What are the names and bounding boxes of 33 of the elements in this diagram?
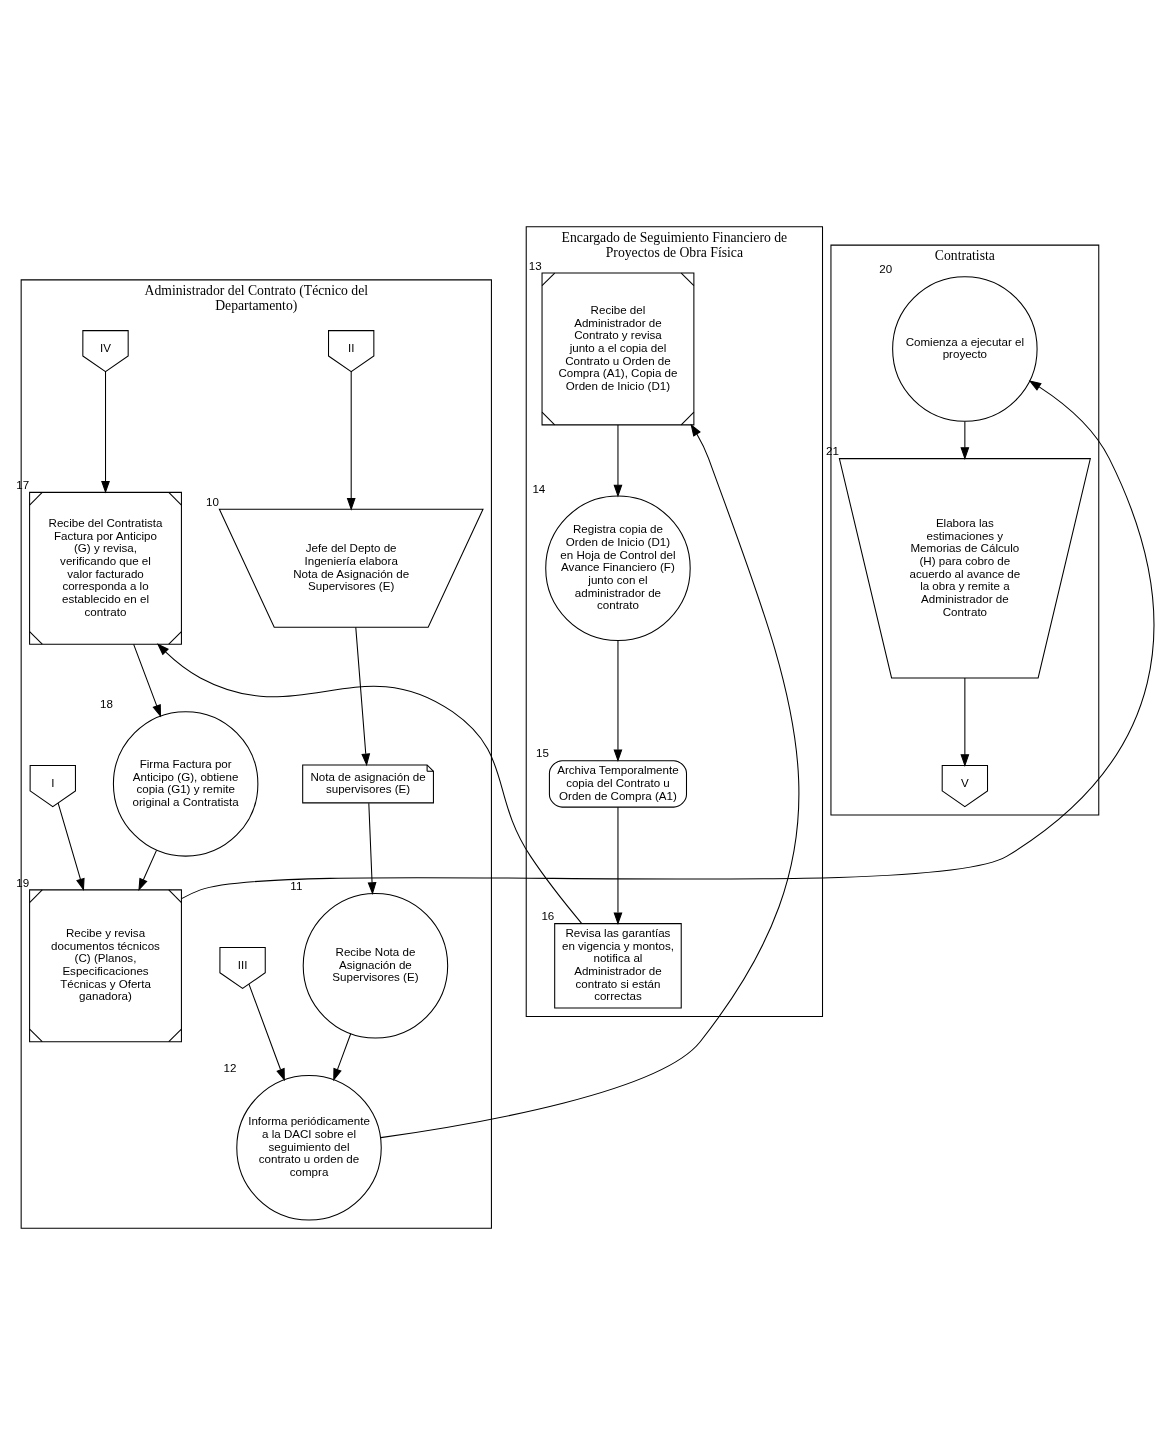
node-label: 15 — [536, 746, 550, 759]
arrow — [613, 424, 623, 497]
arrow — [101, 370, 110, 494]
arrow — [613, 639, 623, 762]
node-label: 18 — [100, 697, 114, 710]
node-label: 11 — [290, 879, 303, 892]
arrow — [613, 806, 623, 925]
node-label: 14 — [532, 482, 546, 495]
node-label: 20 — [879, 262, 893, 275]
node-circle: Comienza a ejecutar el proyecto — [892, 275, 1038, 422]
node-label: 12 — [223, 1061, 237, 1074]
arrow — [960, 420, 970, 460]
node-circle: Registra copia de Orden de Inicio (D1) en Hoja de Control del Avance Financiero (F) junto con el administrador de contrato — [545, 495, 691, 641]
node-box: Revisa las garantías en vigencia y montos, notifica al Administrador de contrato si están correctas — [554, 922, 682, 1008]
arrow — [346, 370, 356, 511]
node-circle: Recibe Nota de Asignación de Supervisores (E) — [302, 892, 449, 1039]
node-box: Archiva Temporalmente copia del Contrato u Orden de Compra (A1) — [548, 759, 688, 808]
arrow — [248, 983, 285, 1081]
arrow — [181, 379, 1155, 899]
node-label: 10 — [206, 495, 219, 508]
arrow — [57, 802, 85, 891]
arrow — [355, 626, 371, 766]
arrow — [333, 1032, 352, 1081]
node-circle: Informa periódicamente a la DACI sobre el seguimiento del contrato u orden de compra — [236, 1074, 382, 1220]
arrow — [133, 643, 162, 717]
node-label: 13 — [528, 259, 542, 272]
arrow — [138, 849, 157, 891]
node-circle: Firma Factura por Anticipo (G), obtiene copia (G1) y remite original a Contratista — [112, 710, 259, 857]
node-label: 16 — [541, 909, 555, 922]
arrow — [380, 423, 800, 1138]
arrow — [156, 642, 583, 924]
arrow — [960, 676, 970, 767]
arrow — [367, 802, 377, 895]
